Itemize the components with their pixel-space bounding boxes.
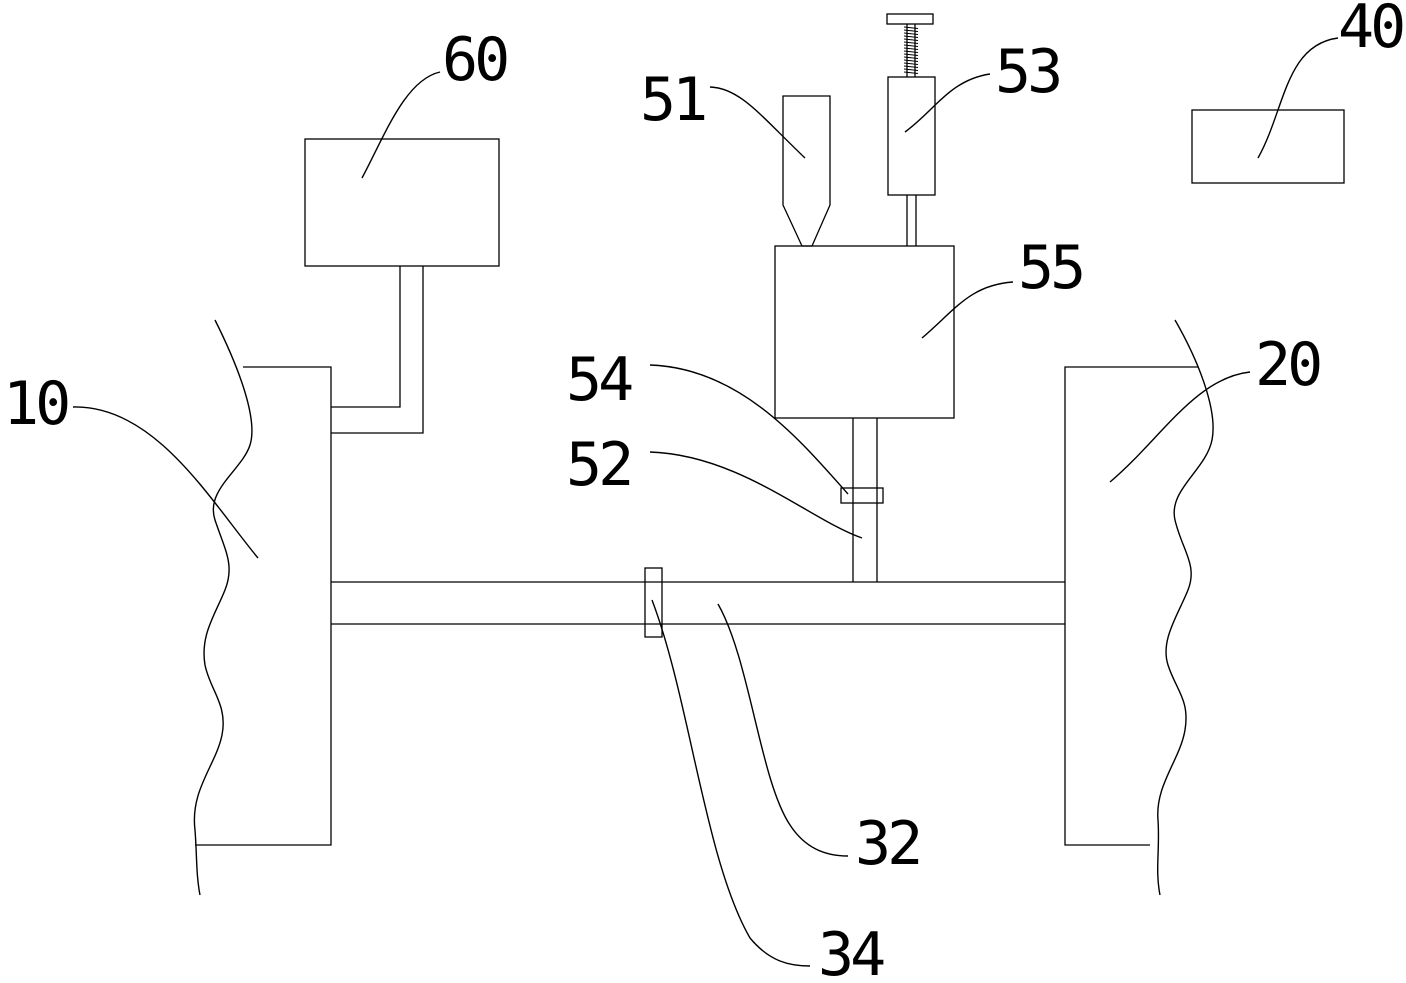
leader-54: [649, 364, 849, 495]
thread-tick: [903, 26, 919, 29]
label-34: 34: [818, 920, 884, 983]
leader-32: [717, 603, 849, 857]
vessel-10-outline: [195, 366, 332, 846]
leader-10: [72, 406, 259, 559]
box-60: [304, 138, 500, 267]
label-53: 53: [995, 37, 1059, 107]
leader-60: [361, 71, 441, 179]
thread-tick: [903, 71, 919, 74]
leader-40: [1257, 37, 1339, 159]
leader-52: [649, 451, 863, 539]
thread-tick: [903, 62, 919, 65]
thread-tick: [903, 53, 919, 56]
thread-tick: [903, 56, 919, 59]
leader-53: [904, 73, 991, 133]
label-32: 32: [855, 809, 919, 879]
thread-tick: [903, 65, 919, 68]
valve-34: [644, 567, 663, 638]
label-20: 20: [1255, 330, 1320, 400]
pipe-60-inner: [331, 266, 401, 408]
thread-tick: [903, 29, 919, 32]
thread-tick: [903, 68, 919, 71]
thread-tick: [903, 35, 919, 38]
vessel-20-outline: [1064, 366, 1198, 846]
vessel-20-break-line: [1157, 319, 1214, 896]
label-60: 60: [442, 25, 507, 95]
hopper-51: [782, 95, 831, 247]
syringe-53-barrel: [887, 76, 936, 196]
label-51: 51: [640, 65, 705, 135]
syringe-53-thread: [903, 26, 919, 74]
thread-tick: [903, 50, 919, 53]
box-55: [774, 245, 955, 419]
label-40: 40: [1338, 0, 1403, 62]
thread-tick: [903, 59, 919, 62]
label-54: 54: [566, 345, 632, 415]
thread-tick: [903, 44, 919, 47]
label-52: 52: [566, 430, 630, 500]
pipe-60-outer: [331, 266, 424, 434]
thread-tick: [903, 38, 919, 41]
thread-tick: [903, 47, 919, 50]
syringe-53-handle: [886, 13, 934, 25]
vessel-10-break-line: [193, 319, 253, 896]
thread-tick: [903, 41, 919, 44]
box-40: [1191, 109, 1345, 184]
thread-tick: [903, 32, 919, 35]
leader-51: [709, 86, 806, 159]
leader-20: [1109, 371, 1251, 483]
label-55: 55: [1018, 233, 1082, 303]
label-10: 10: [3, 369, 68, 439]
leader-55: [921, 281, 1014, 339]
leader-34: [651, 599, 811, 967]
valve-54: [840, 487, 884, 504]
